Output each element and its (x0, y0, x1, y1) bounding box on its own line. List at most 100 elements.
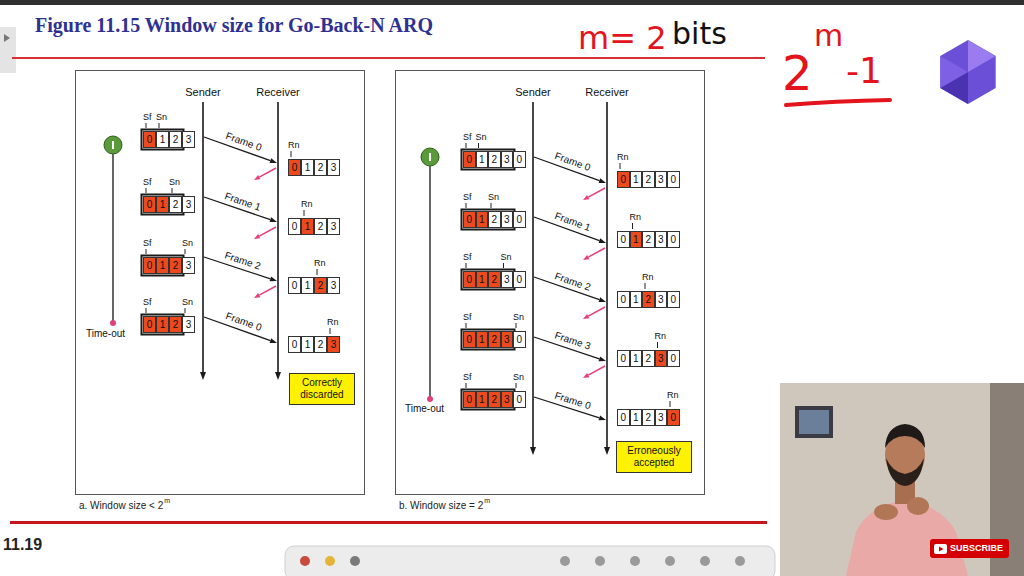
pointer-tick (146, 188, 147, 193)
frame-label: Frame 0 (553, 151, 592, 175)
send-window-outline (142, 195, 184, 215)
window-pointer: Sn (182, 297, 193, 307)
handwritten-formula: -1 (846, 50, 882, 91)
sequence-cell: 3 (501, 331, 514, 348)
frame-label: Frame 2 (223, 250, 262, 273)
sequence-cell: 3 (501, 271, 514, 288)
sequence-cell: 1 (630, 171, 643, 188)
sequence-cell: 1 (156, 131, 169, 148)
send-window-outline (462, 150, 515, 170)
window-pointer: Sn (513, 372, 524, 382)
annotation-toolbar-part (560, 556, 570, 566)
sequence-cell: 0 (143, 257, 156, 274)
pointer-tick (185, 308, 186, 313)
frame-arrow-head (270, 158, 277, 163)
sequence-cell: 3 (327, 218, 340, 235)
sequence-cell: 1 (476, 151, 489, 168)
pointer-tick (317, 269, 318, 275)
ack-arrow (259, 227, 276, 236)
window-pointer: Rn (655, 331, 667, 341)
window-pointer: Rn (327, 317, 339, 327)
sequence-cell: 3 (182, 316, 195, 333)
handwritten-formula: m (814, 18, 843, 53)
annotation-toolbar-part (665, 556, 675, 566)
pointer-tick (516, 323, 517, 328)
result-note: Erroneously accepted (616, 441, 692, 473)
annotation-toolbar-part (350, 556, 360, 566)
timer-line (112, 154, 114, 322)
frame-arrow-head (599, 178, 606, 183)
sequence-cell: 0 (513, 151, 526, 168)
sequence-cell: 2 (314, 277, 327, 294)
pointer-tick (620, 163, 621, 169)
sequence-cell: 2 (314, 159, 327, 176)
pointer-tick (185, 249, 186, 254)
timer-icon-mark (429, 153, 431, 161)
timer-icon-mark (112, 141, 114, 149)
frame-label: Frame 1 (553, 211, 592, 235)
handwritten-formula: 2 (782, 46, 813, 101)
sequence-cell: 2 (642, 350, 655, 367)
sequence-cell: 0 (617, 350, 630, 367)
pointer-tick (146, 308, 147, 313)
sequence-cell: 0 (143, 316, 156, 333)
pointer-tick (159, 123, 160, 128)
sequence-cell: 1 (301, 277, 314, 294)
annotation-toolbar-part (325, 556, 335, 566)
sequence-cell: 2 (642, 409, 655, 426)
pointer-tick (670, 401, 671, 407)
window-pointer: Rn (314, 258, 326, 268)
frame-arrow-head (599, 238, 606, 243)
sequence-cell: 1 (476, 331, 489, 348)
sequence-cell: 3 (501, 211, 514, 228)
window-pointer: Sn (501, 252, 512, 262)
caption-superscript: m (164, 497, 170, 505)
sequence-cell: 0 (513, 271, 526, 288)
sequence-cell: 1 (476, 211, 489, 228)
sequence-cell: 0 (143, 196, 156, 213)
timer-icon (421, 148, 439, 166)
pointer-tick (657, 342, 658, 348)
send-window-outline (142, 315, 184, 335)
presenter-video-part (886, 458, 924, 486)
timeout-dot (427, 396, 433, 402)
sequence-cell: 0 (463, 331, 476, 348)
receiver-timeline-head (275, 372, 281, 380)
note-text: Erroneously accepted (621, 445, 687, 469)
sequence-cell: 3 (501, 151, 514, 168)
sequence-cell: 0 (667, 171, 680, 188)
result-note: Correctly discarded (289, 373, 355, 405)
sequence-cell: 3 (655, 231, 668, 248)
pointer-tick (466, 323, 467, 328)
frame-arrow-head (270, 217, 277, 222)
window-pointer: Rn (617, 152, 629, 162)
play-icon-triangle (939, 547, 944, 552)
pointer-tick (330, 328, 331, 334)
sequence-cell: 0 (463, 151, 476, 168)
timer-line (429, 166, 431, 398)
window-pointer: Sn (156, 112, 167, 122)
sequence-cell: 0 (463, 211, 476, 228)
play-icon-frame (934, 544, 947, 554)
pointer-tick (503, 263, 504, 268)
frame-arrow-head (270, 276, 277, 281)
pointer-tick (304, 210, 305, 216)
pointer-tick (478, 143, 479, 148)
caption-superscript: m (484, 497, 490, 505)
pointer-tick (466, 383, 467, 388)
sequence-cell: 0 (288, 277, 301, 294)
sequence-cell: 0 (463, 271, 476, 288)
sender-timeline-head (200, 372, 206, 380)
frame-label: Frame 1 (224, 190, 263, 213)
sequence-cell: 2 (642, 231, 655, 248)
sequence-cell: 1 (630, 350, 643, 367)
sequence-cell: 2 (169, 131, 182, 148)
presenter-video (780, 383, 1024, 576)
timeout-label: Time-out (405, 403, 444, 415)
channel-logo-part (968, 40, 996, 72)
sequence-cell: 3 (655, 409, 668, 426)
sender-timeline-head (530, 447, 536, 455)
window-pointer: Sf (143, 112, 152, 122)
timeline-heading: Sender (515, 86, 550, 99)
ack-arrow (588, 248, 605, 257)
